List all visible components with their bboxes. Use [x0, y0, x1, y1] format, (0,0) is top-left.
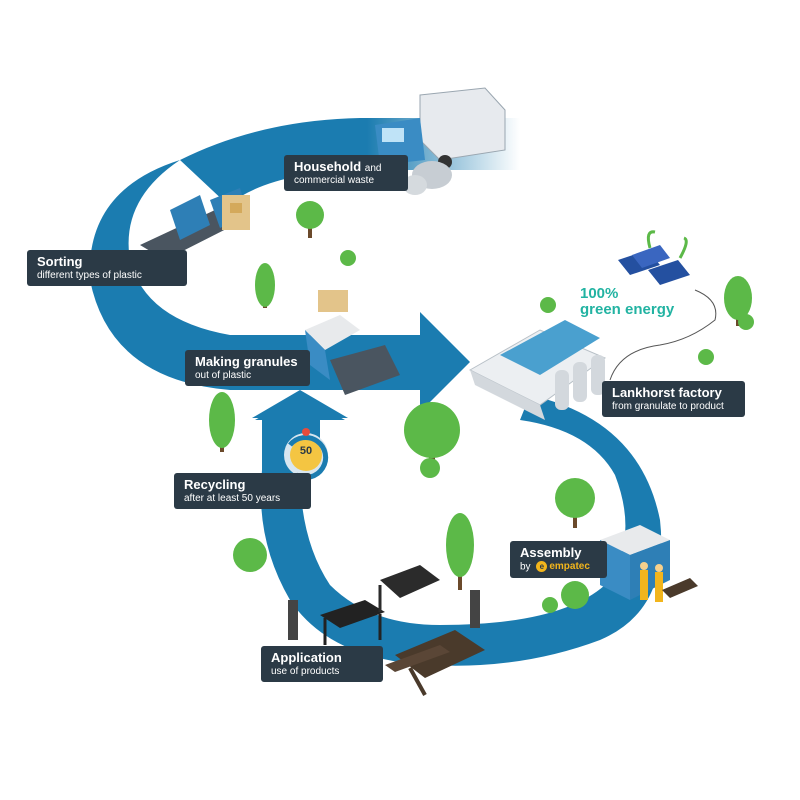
recycling-subtitle: after at least 50 years — [184, 492, 281, 504]
bush — [540, 297, 556, 313]
bush — [542, 597, 558, 613]
sorting-plant-icon — [140, 188, 250, 260]
tree — [296, 201, 324, 238]
granules-title: Making granules — [195, 354, 298, 369]
bush — [420, 458, 440, 478]
label-household: Household and commercial waste — [284, 155, 408, 192]
bush — [233, 538, 267, 572]
label-recycling: Recycling after at least 50 years — [174, 473, 311, 510]
factory-icon — [468, 320, 607, 420]
recycling-years-badge: 50 — [299, 445, 313, 457]
trees — [209, 201, 754, 613]
solar-panel-icon — [609, 230, 717, 381]
tree — [209, 392, 235, 452]
assembly-booth-icon — [600, 525, 698, 602]
green-energy-caption: 100% green energy — [580, 286, 674, 318]
household-title: Household — [294, 159, 362, 174]
bush — [738, 314, 754, 330]
label-application: Application use of products — [261, 646, 383, 683]
granule-machine-icon — [305, 290, 400, 395]
tree — [404, 402, 460, 468]
application-title: Application — [271, 650, 342, 665]
tree — [555, 478, 595, 528]
empatec-logo-mark: e — [536, 561, 548, 573]
sorting-subtitle: different types of plastic — [37, 269, 142, 281]
lankhorst-title: Lankhorst factory — [612, 385, 722, 400]
label-lankhorst-factory: Lankhorst factory from granulate to prod… — [602, 381, 745, 418]
tree — [724, 276, 752, 326]
assembly-title: Assembly — [520, 545, 582, 560]
label-making-granules: Making granules out of plastic — [185, 350, 310, 387]
green-energy-percent: 100% — [580, 285, 619, 302]
tree — [255, 263, 275, 308]
label-sorting: Sorting different types of plastic — [27, 250, 187, 287]
bush — [698, 349, 714, 365]
assembly-subtitle: by — [520, 561, 531, 573]
household-subtitle: commercial waste — [294, 174, 375, 186]
sorting-title: Sorting — [37, 254, 83, 269]
empatec-wordmark: empatec — [549, 560, 590, 572]
products-icon — [288, 565, 485, 696]
recycling-title: Recycling — [184, 477, 246, 492]
green-energy-text: green energy — [580, 300, 675, 318]
tree — [446, 513, 474, 590]
lankhorst-subtitle: from granulate to product — [612, 400, 724, 412]
application-subtitle: use of products — [271, 665, 340, 677]
bush — [340, 250, 356, 266]
household-title-suffix: and — [364, 163, 382, 174]
bush — [561, 581, 589, 609]
granules-subtitle: out of plastic — [195, 369, 252, 381]
